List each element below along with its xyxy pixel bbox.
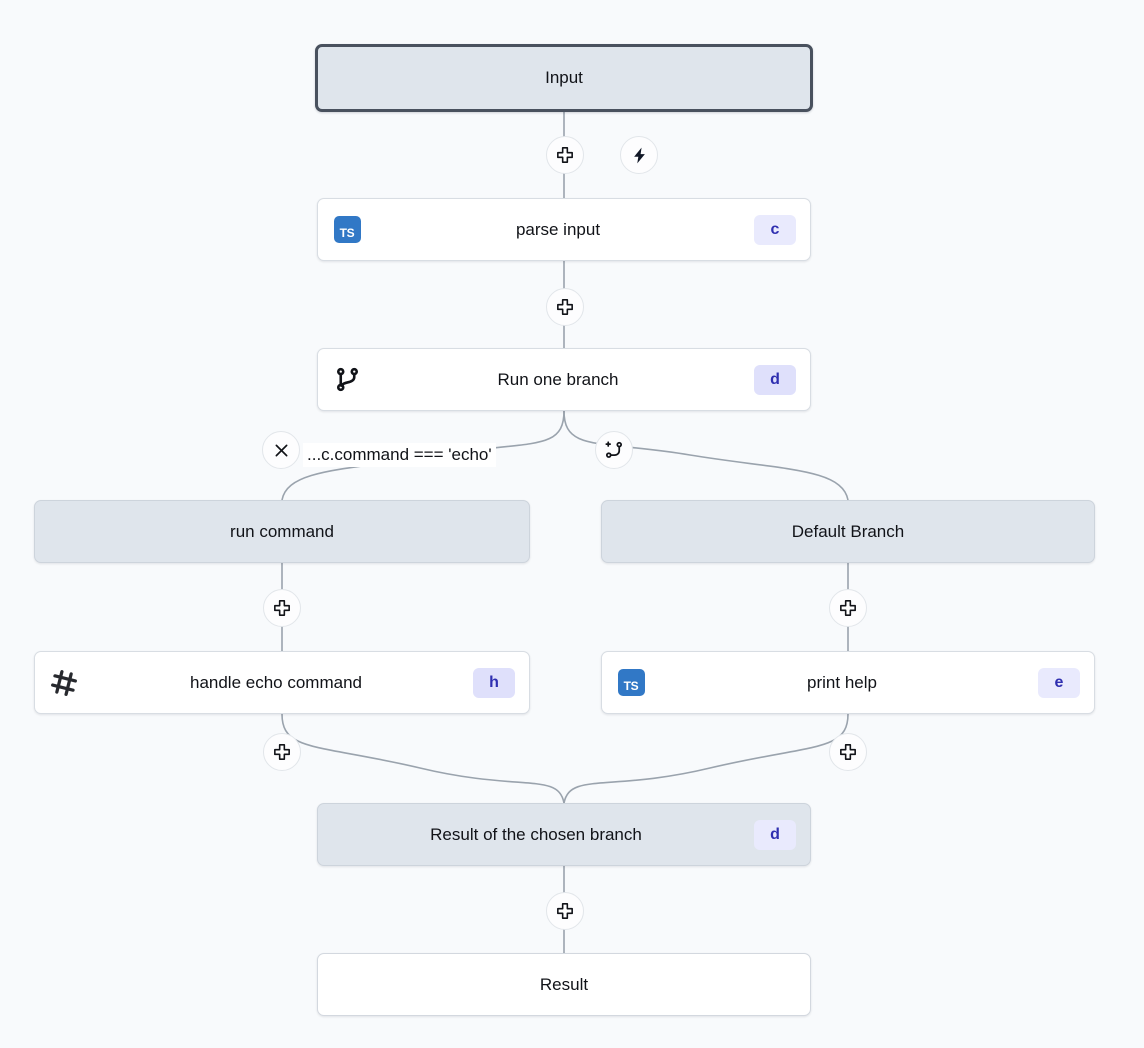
- delete-branch-button[interactable]: [262, 431, 300, 469]
- run-command-branch-node[interactable]: run command: [34, 500, 530, 563]
- typescript-icon: TS: [332, 215, 362, 245]
- print-help-node[interactable]: TS print help e: [601, 651, 1095, 714]
- plus-icon: [274, 744, 290, 760]
- add-step-button-after-chosen-result[interactable]: [546, 892, 584, 930]
- result-of-chosen-branch-label: Result of the chosen branch: [430, 824, 642, 844]
- default-branch-label: Default Branch: [791, 521, 905, 541]
- shortcut-badge-e[interactable]: e: [1038, 667, 1080, 698]
- add-step-button-default-branch[interactable]: [829, 589, 867, 627]
- add-step-button-handle-echo[interactable]: [263, 733, 301, 771]
- plus-icon: [557, 299, 573, 315]
- result-of-chosen-branch-node[interactable]: Result of the chosen branch d: [317, 803, 811, 866]
- plus-icon: [274, 600, 290, 616]
- shortcut-badge-d-result[interactable]: d: [754, 819, 796, 850]
- plus-icon: [557, 147, 573, 163]
- bash-script-icon: [49, 668, 79, 698]
- lightning-bolt-icon: [633, 147, 645, 163]
- add-step-button-after-input[interactable]: [546, 136, 584, 174]
- default-branch-node[interactable]: Default Branch: [601, 500, 1095, 563]
- typescript-icon: TS: [616, 668, 646, 698]
- shortcut-badge-h[interactable]: h: [473, 667, 515, 698]
- branch-condition-label[interactable]: ...c.command === 'echo': [303, 443, 496, 467]
- add-trigger-button[interactable]: [620, 136, 658, 174]
- handle-echo-command-label: handle echo command: [189, 672, 362, 692]
- run-command-branch-label: run command: [230, 521, 334, 541]
- input-node[interactable]: Input: [315, 44, 813, 112]
- add-step-button-run-command[interactable]: [263, 589, 301, 627]
- plus-icon: [557, 903, 573, 919]
- add-step-button-after-parse-input[interactable]: [546, 288, 584, 326]
- result-node-label: Result: [539, 974, 589, 994]
- parse-input-node[interactable]: TS parse input c: [317, 198, 811, 261]
- add-step-button-print-help[interactable]: [829, 733, 867, 771]
- shortcut-badge-c[interactable]: c: [754, 214, 796, 245]
- edge-handle-echo-to-chosen-result: [281, 713, 565, 804]
- input-node-label: Input: [545, 68, 583, 87]
- add-branch-button[interactable]: [595, 431, 633, 469]
- run-one-branch-node-label: Run one branch: [497, 369, 619, 389]
- shortcut-badge-d[interactable]: d: [754, 364, 796, 395]
- print-help-label: print help: [807, 672, 877, 692]
- result-node[interactable]: Result: [317, 953, 811, 1016]
- handle-echo-command-node[interactable]: handle echo command h: [34, 651, 530, 714]
- run-one-branch-node[interactable]: Run one branch d: [317, 348, 811, 411]
- git-branch-plus-icon: [605, 441, 623, 458]
- git-branch-icon: [332, 365, 362, 395]
- close-x-icon: [275, 444, 287, 456]
- edge-print-help-to-chosen-result: [563, 713, 849, 804]
- parse-input-node-label: parse input: [515, 219, 601, 239]
- plus-icon: [840, 744, 856, 760]
- plus-icon: [840, 600, 856, 616]
